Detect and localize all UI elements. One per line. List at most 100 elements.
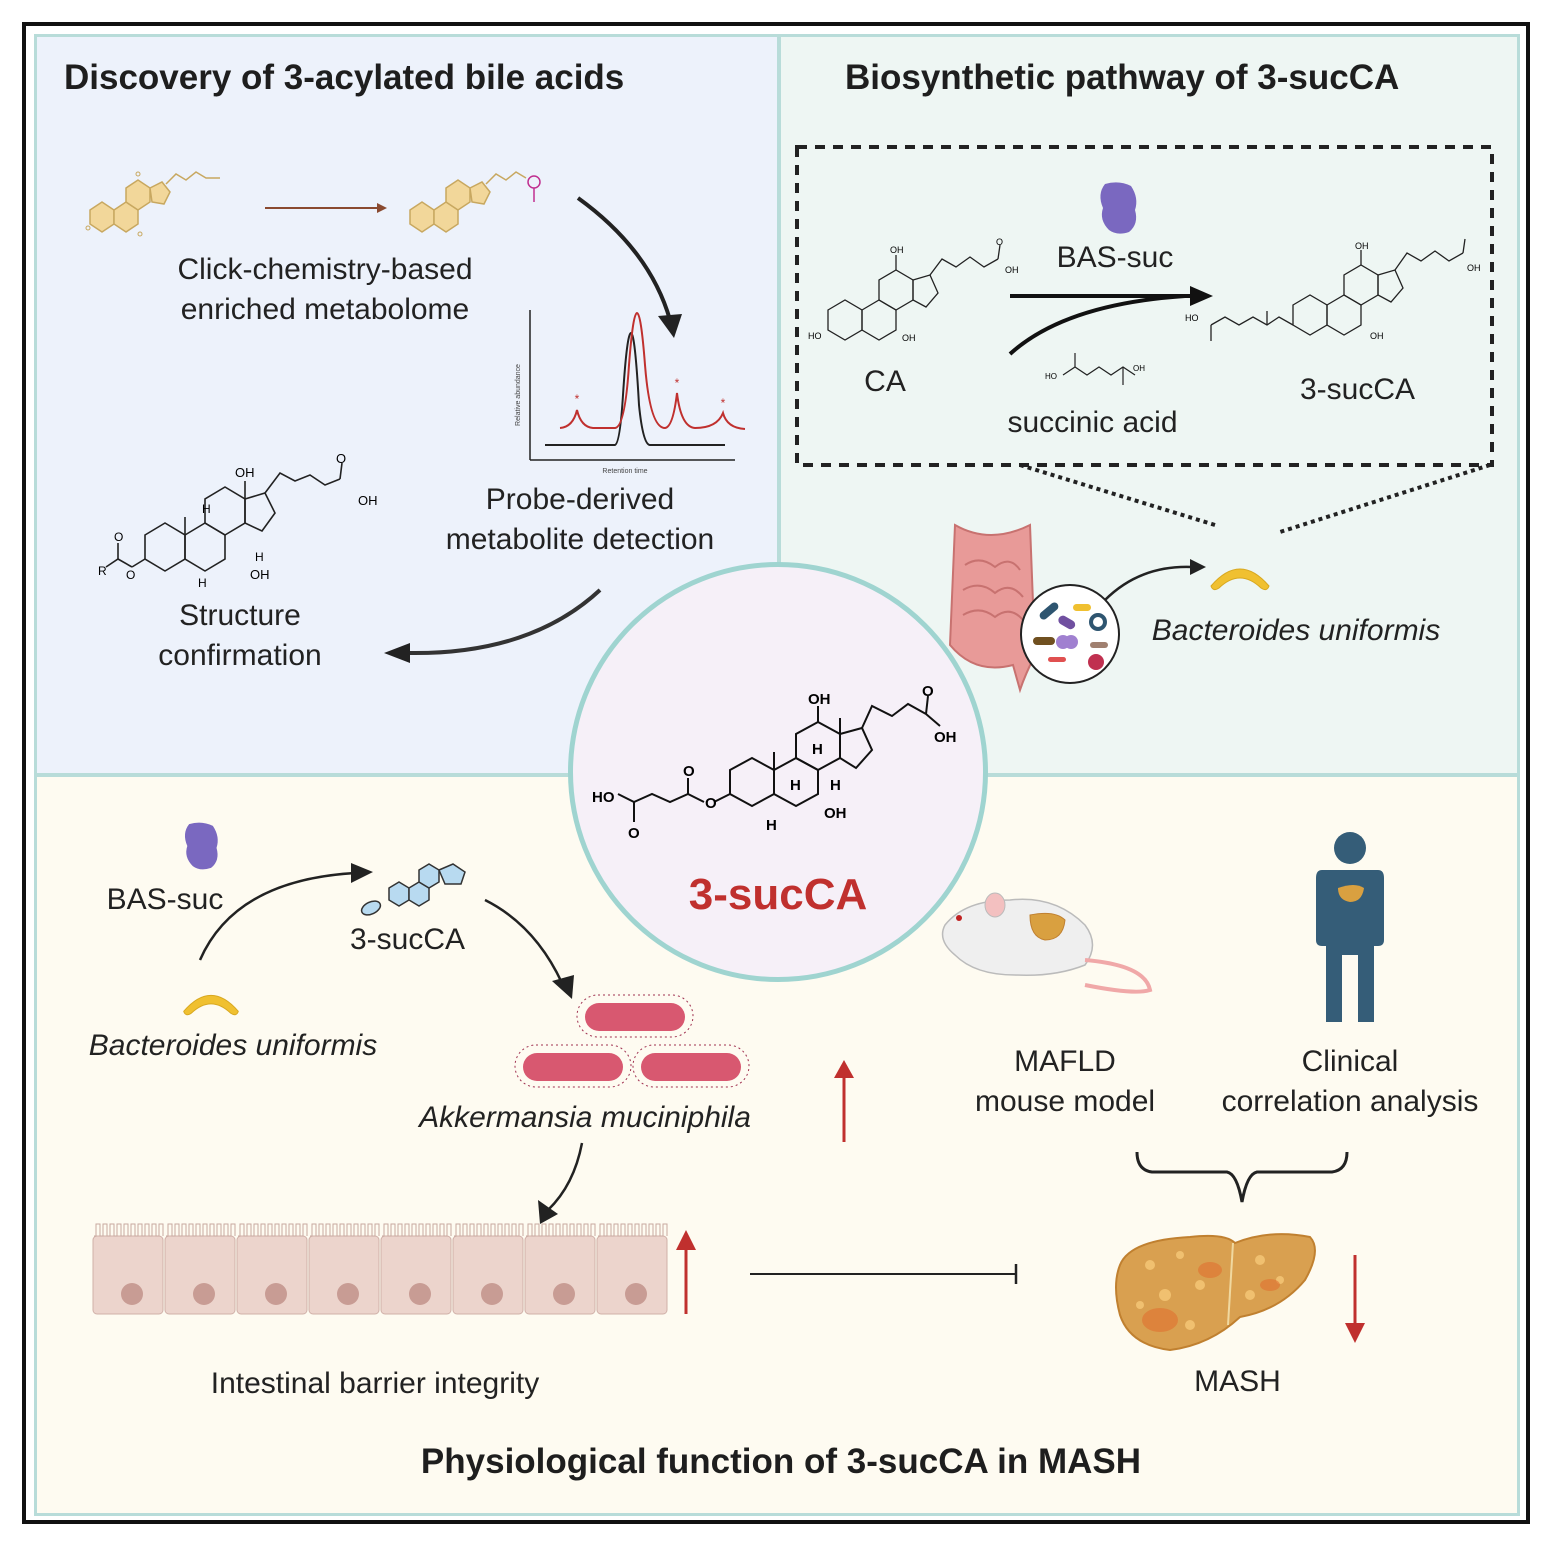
step2-line1: Probe-derived bbox=[485, 483, 675, 516]
clinical-label: Clinical correlation analysis bbox=[1190, 1042, 1510, 1122]
microvilli bbox=[526, 1223, 596, 1237]
peak-marker: * bbox=[721, 396, 726, 410]
svg-text:O: O bbox=[996, 237, 1003, 247]
step3-line1: Structure bbox=[179, 599, 301, 632]
red-up-arrow-barrier bbox=[676, 1230, 696, 1314]
atom-label: H bbox=[198, 576, 207, 590]
human-icon bbox=[1316, 832, 1384, 1022]
atom-label: OH bbox=[824, 805, 847, 822]
mouse-icon bbox=[941, 892, 1153, 994]
clinical-label-line2: correlation analysis bbox=[1221, 1085, 1479, 1118]
enzyme-label-bottom: BAS-suc bbox=[106, 883, 224, 916]
metabolite-label-bottom: 3-sucCA bbox=[349, 923, 466, 956]
mouse-label-line1: MAFLD bbox=[1014, 1045, 1116, 1078]
chromatogram-red-trace bbox=[559, 311, 746, 430]
organism-label-akkermansia: Akkermansia muciniphila bbox=[419, 1101, 751, 1134]
barrier-label: Intestinal barrier integrity bbox=[210, 1367, 540, 1400]
atom-label: H bbox=[202, 502, 211, 516]
svg-text:OH: OH bbox=[890, 245, 904, 255]
acylated-bile-acid-structure: R O O OH OH O OH H H H bbox=[98, 451, 378, 590]
svg-text:OH: OH bbox=[1005, 265, 1019, 275]
microvilli bbox=[238, 1223, 308, 1237]
atom-label: OH bbox=[808, 691, 831, 708]
disease-label: MASH bbox=[1194, 1365, 1281, 1398]
intestine-icon bbox=[948, 523, 1037, 694]
svg-text:HO: HO bbox=[1045, 372, 1057, 381]
peak-marker: * bbox=[575, 392, 580, 406]
step2-line2: metabolite detection bbox=[445, 523, 715, 556]
cell-nucleus bbox=[193, 1283, 215, 1305]
microvilli bbox=[598, 1223, 668, 1237]
dashed-reaction-box bbox=[795, 145, 1494, 467]
chromatogram-ylabel: Relative abundance bbox=[515, 364, 522, 426]
peak-marker: * bbox=[675, 376, 680, 390]
microvilli bbox=[382, 1223, 452, 1237]
cell-nucleus bbox=[553, 1283, 575, 1305]
curved-arrow-to-structure bbox=[384, 588, 602, 663]
enzyme-label: BAS-suc bbox=[1056, 241, 1174, 274]
atom-label: O bbox=[126, 568, 135, 582]
svg-text:OH: OH bbox=[1370, 331, 1384, 341]
svg-text:OH: OH bbox=[902, 333, 916, 343]
atom-label: H bbox=[830, 777, 841, 794]
atom-label: O bbox=[336, 451, 346, 466]
chromatogram-xlabel: Retention time bbox=[602, 468, 647, 475]
dotted-zoom-lines bbox=[1019, 463, 1491, 534]
mouse-label-line2: mouse model bbox=[974, 1085, 1156, 1118]
panel-title-physiology: Physiological function of 3-sucCA in MAS… bbox=[420, 1442, 1142, 1481]
step-label-probe-detection: Probe-derived metabolite detection bbox=[410, 480, 750, 560]
microvilli bbox=[310, 1223, 380, 1237]
center-molecule-circle bbox=[568, 562, 988, 982]
arc-arrow-to-3succa bbox=[198, 863, 373, 961]
organism-label-bacteroides-bottom: Bacteroides uniformis bbox=[88, 1029, 378, 1062]
bas-suc-enzyme-icon bbox=[1100, 182, 1137, 234]
center-molecule-label: 3-sucCA bbox=[688, 870, 868, 919]
step-label-click-chemistry: Click-chemistry-based enriched metabolom… bbox=[140, 250, 510, 330]
cell-nucleus bbox=[121, 1283, 143, 1305]
labeled-bile-acid-icon bbox=[409, 171, 541, 233]
akkermansia-icon bbox=[514, 994, 750, 1088]
3-succa-structure-large: OH OH O OH HO O O O H H H H bbox=[592, 683, 957, 842]
svg-text:HO: HO bbox=[808, 331, 822, 341]
svg-text:OH: OH bbox=[1133, 364, 1145, 373]
red-down-arrow-mash bbox=[1345, 1255, 1365, 1343]
intestinal-epithelium-icon bbox=[92, 1223, 668, 1315]
inhibition-line bbox=[750, 1264, 1018, 1284]
curly-brace bbox=[1135, 1151, 1349, 1203]
mouse-model-label: MAFLD mouse model bbox=[950, 1042, 1180, 1122]
ca-structure: HO OH OH OH O bbox=[808, 237, 1019, 343]
atom-label: R bbox=[98, 564, 107, 578]
microvilli bbox=[166, 1223, 236, 1237]
3-succa-molecule-icon bbox=[360, 863, 466, 916]
clinical-label-line1: Clinical bbox=[1301, 1045, 1399, 1078]
atom-label: H bbox=[766, 817, 777, 834]
atom-label: OH bbox=[235, 465, 255, 480]
bacteroides-icon bbox=[183, 995, 239, 1016]
atom-label: H bbox=[255, 550, 264, 564]
microbiota-circle-icon bbox=[1020, 584, 1120, 684]
cell-nucleus bbox=[265, 1283, 287, 1305]
microvilli bbox=[454, 1223, 524, 1237]
step1-line2: enriched metabolome bbox=[180, 293, 470, 326]
arrow-to-akkermansia bbox=[484, 898, 574, 999]
organism-label-bacteroides: Bacteroides uniformis bbox=[1151, 614, 1441, 647]
step3-line2: confirmation bbox=[158, 639, 322, 672]
atom-label: OH bbox=[358, 493, 378, 508]
svg-text:HO: HO bbox=[1185, 313, 1199, 323]
atom-label: O bbox=[705, 795, 717, 812]
3-succa-structure-small: HO OH OH OH bbox=[1185, 238, 1481, 341]
bacteroides-icon bbox=[1210, 568, 1270, 591]
reaction-arrow bbox=[265, 203, 387, 213]
atom-label: O bbox=[922, 683, 934, 700]
atom-label: OH bbox=[934, 729, 957, 746]
arrow-to-barrier bbox=[538, 1142, 584, 1224]
bas-suc-enzyme-icon bbox=[184, 822, 218, 870]
chromatogram-chart: * * * Relative abundance Retention time bbox=[515, 310, 746, 475]
arrow-to-bacteroides bbox=[1104, 559, 1206, 601]
red-up-arrow-akkermansia bbox=[834, 1060, 854, 1142]
atom-label: O bbox=[683, 763, 695, 780]
atom-label: H bbox=[790, 777, 801, 794]
cell-nucleus bbox=[337, 1283, 359, 1305]
panel-title-discovery: Discovery of 3-acylated bile acids bbox=[64, 58, 625, 97]
atom-label: O bbox=[628, 825, 640, 842]
